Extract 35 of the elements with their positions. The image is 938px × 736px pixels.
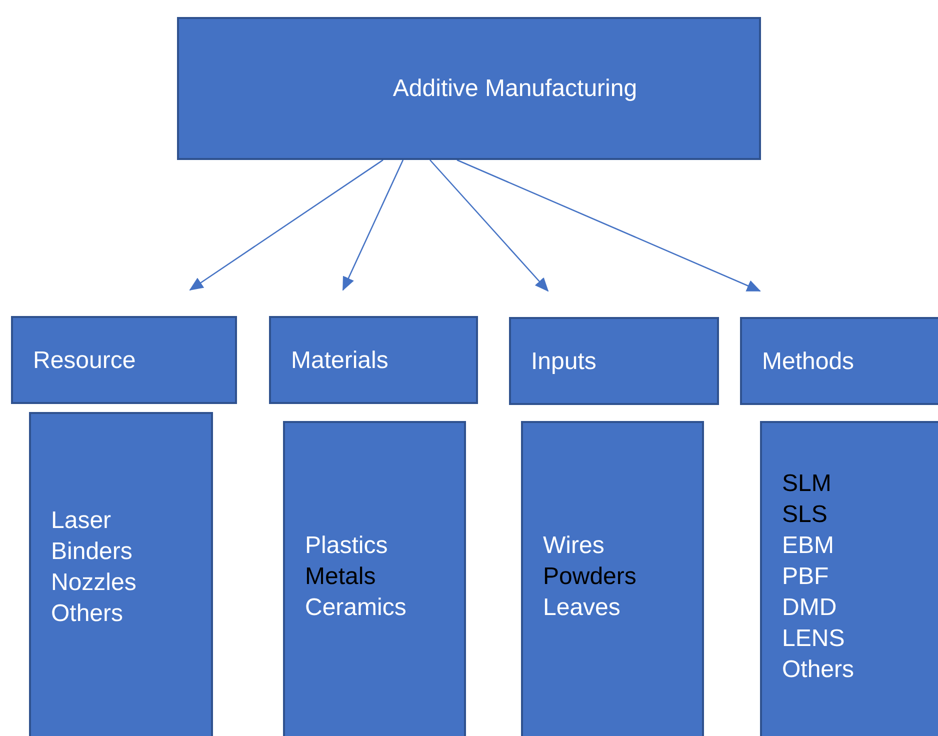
- category-box: [740, 317, 938, 405]
- list-item: Wires: [543, 530, 604, 560]
- box-label: Materials: [291, 346, 388, 376]
- list-item: EBM: [782, 530, 834, 560]
- arrow: [342, 160, 404, 291]
- list-item: Others: [51, 599, 124, 629]
- list-box: [521, 421, 704, 736]
- box-label: Methods: [762, 346, 854, 376]
- list-item: Metals: [305, 562, 376, 592]
- list-item: Nozzles: [51, 568, 136, 598]
- box-label: Resource: [33, 346, 136, 376]
- list-box: [29, 412, 213, 736]
- arrow: [189, 159, 384, 291]
- box-label: Additive Manufacturing: [392, 74, 638, 104]
- list-item: Plastics: [305, 530, 388, 560]
- list-item: DMD: [782, 592, 837, 622]
- arrow: [456, 159, 761, 292]
- list-item: SLM: [782, 468, 832, 498]
- list-item: PBF: [782, 562, 829, 592]
- list-item: Powders: [543, 562, 636, 592]
- list-item: Laser: [51, 506, 112, 536]
- box-label: Inputs: [531, 346, 596, 376]
- list-item: Binders: [51, 537, 132, 567]
- category-box: [269, 316, 478, 404]
- category-box: [11, 316, 237, 404]
- category-box: [509, 317, 719, 405]
- arrow: [430, 160, 549, 292]
- list-item: LENS: [782, 624, 845, 654]
- list-item: Ceramics: [305, 592, 406, 622]
- list-box: [283, 421, 466, 736]
- list-box: [760, 421, 938, 736]
- list-item: Leaves: [543, 592, 620, 622]
- list-item: Others: [782, 654, 854, 684]
- list-item: SLS: [782, 500, 828, 530]
- title-box: [177, 17, 761, 160]
